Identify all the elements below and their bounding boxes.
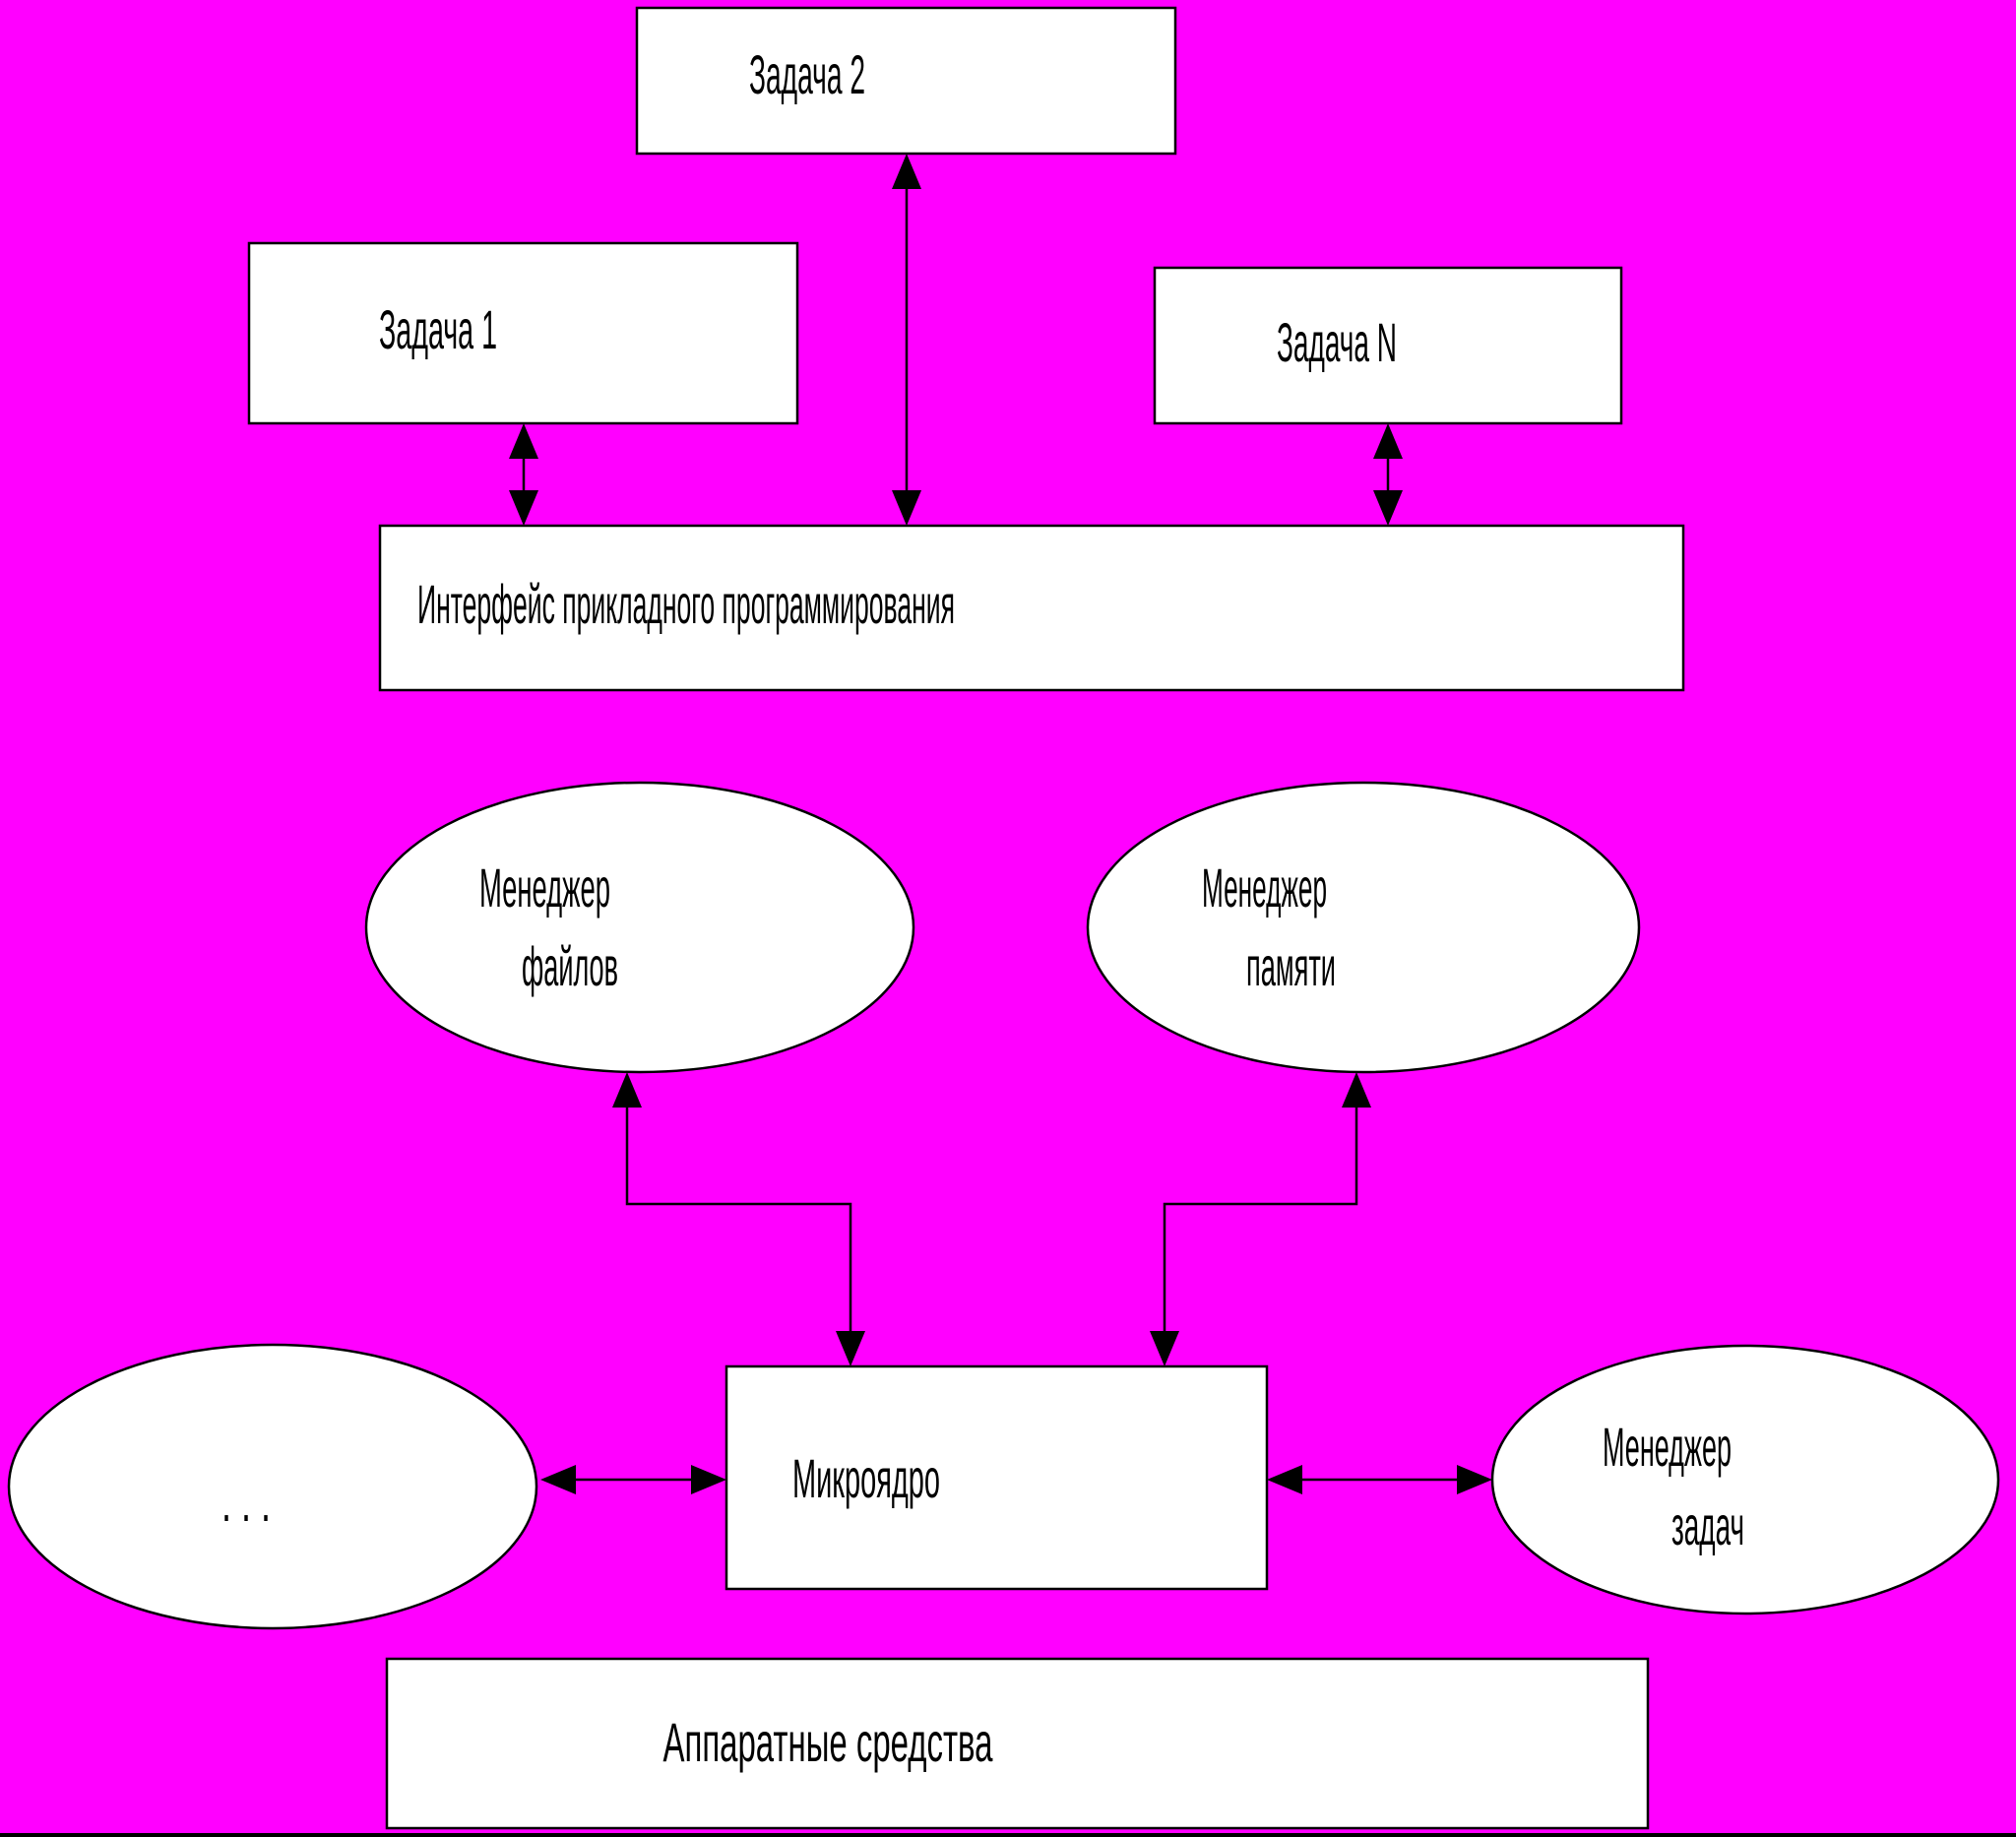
arrowhead-up bbox=[612, 1072, 642, 1108]
connector-taskN-api bbox=[1373, 423, 1403, 526]
task-manager-label-line1: Менеджер bbox=[1603, 1416, 1732, 1478]
arrowhead-down bbox=[836, 1331, 865, 1366]
file-manager-label-line1: Менеджер bbox=[479, 856, 610, 918]
node-task2: Задача 2 bbox=[635, 6, 1177, 156]
node-taskN: Задача N bbox=[1153, 266, 1623, 425]
taskN-box bbox=[1153, 266, 1623, 425]
node-ellipsis: . . . bbox=[7, 1343, 538, 1630]
arrowhead-up bbox=[1373, 423, 1403, 459]
task1-box bbox=[247, 241, 799, 425]
hardware-box bbox=[385, 1657, 1650, 1830]
arrowhead-right bbox=[1457, 1465, 1492, 1494]
bottom-edge-line bbox=[0, 1833, 2016, 1837]
connector-microkernel-task-manager bbox=[1267, 1465, 1492, 1494]
connector-task2-api bbox=[892, 154, 921, 526]
node-hardware: Аппаратные средства bbox=[385, 1657, 1650, 1830]
arrowhead-up bbox=[509, 423, 538, 459]
arrowhead-right bbox=[691, 1465, 726, 1494]
connector-file-manager-microkernel bbox=[612, 1072, 865, 1366]
api-label: Интерфейс прикладного программирования bbox=[417, 573, 955, 635]
connector-ellipsis-microkernel bbox=[540, 1465, 726, 1494]
task2-box bbox=[635, 6, 1177, 156]
hardware-label: Аппаратные средства bbox=[663, 1711, 993, 1773]
file-manager-label-line2: файлов bbox=[522, 935, 618, 997]
microkernel-box bbox=[724, 1364, 1269, 1591]
connector-task1-api bbox=[509, 423, 538, 526]
node-task-manager: Менеджер задач bbox=[1490, 1344, 2000, 1615]
task-manager-ellipse bbox=[1490, 1344, 2000, 1615]
node-task1: Задача 1 bbox=[247, 241, 799, 425]
node-microkernel: Микроядро bbox=[724, 1364, 1269, 1591]
node-memory-manager: Менеджер памяти bbox=[1086, 781, 1641, 1074]
taskN-label: Задача N bbox=[1277, 311, 1397, 373]
microkernel-label: Микроядро bbox=[792, 1447, 940, 1509]
api-box bbox=[378, 524, 1685, 692]
connector-memory-manager-microkernel bbox=[1150, 1072, 1371, 1366]
node-file-manager: Менеджер файлов bbox=[364, 781, 915, 1074]
arrowhead-down bbox=[1373, 490, 1403, 526]
file-manager-ellipse bbox=[364, 781, 915, 1074]
memory-manager-ellipse bbox=[1086, 781, 1641, 1074]
arrowhead-left bbox=[540, 1465, 576, 1494]
arrowhead-up bbox=[1342, 1072, 1371, 1108]
memory-manager-label-line2: памяти bbox=[1246, 935, 1336, 997]
task-manager-label-line2: задач bbox=[1671, 1494, 1744, 1556]
arrowhead-up bbox=[892, 154, 921, 189]
arrowhead-left bbox=[1267, 1465, 1302, 1494]
arrowhead-down bbox=[509, 490, 538, 526]
ellipsis-ellipse bbox=[7, 1343, 538, 1630]
memory-manager-label-line1: Менеджер bbox=[1202, 856, 1327, 918]
task2-label: Задача 2 bbox=[749, 43, 865, 105]
task1-label: Задача 1 bbox=[379, 298, 497, 360]
node-api: Интерфейс прикладного программирования bbox=[378, 524, 1685, 692]
arrowhead-down bbox=[892, 490, 921, 526]
ellipsis-label: . . . bbox=[221, 1471, 271, 1533]
arrowhead-down bbox=[1150, 1331, 1179, 1366]
